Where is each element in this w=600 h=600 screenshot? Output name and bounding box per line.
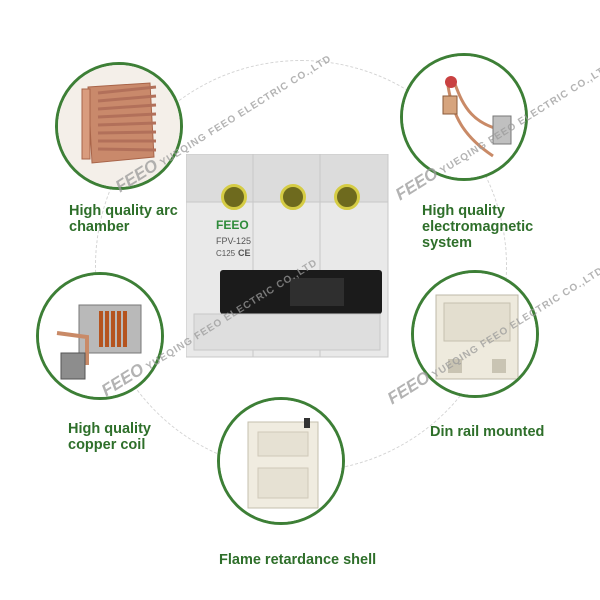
label-din-rail: Din rail mounted	[430, 424, 545, 440]
breaker-brand: FEEO	[216, 218, 249, 232]
terminal-screw	[280, 184, 306, 210]
breaker-model: FPV-125	[216, 236, 252, 246]
circuit-breaker-image: FEEO FPV-125 C125 CE	[185, 153, 406, 359]
copper-coil-photo	[36, 272, 164, 400]
label-flame-shell: Flame retardance shell	[219, 552, 377, 568]
electromagnetic-photo	[400, 53, 528, 181]
terminal-screw	[221, 184, 247, 210]
label-electromagnetic: High quality electromagnetic system	[422, 203, 534, 251]
ce-mark: CE	[238, 248, 251, 258]
arc-chamber-photo	[55, 62, 183, 190]
terminal-screw	[334, 184, 360, 210]
din-rail-photo	[411, 270, 539, 398]
label-arc-chamber: High quality arc chamber	[69, 203, 178, 235]
breaker-rating: C125	[216, 249, 236, 258]
flame-shell-photo	[217, 397, 345, 525]
label-copper-coil: High quality copper coil	[68, 421, 151, 453]
